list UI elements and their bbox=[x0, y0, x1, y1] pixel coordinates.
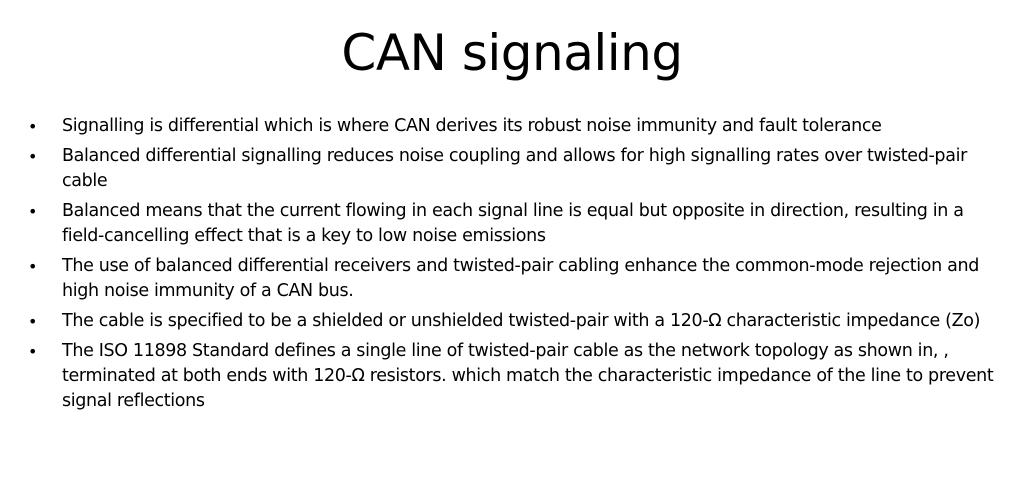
slide-title: CAN signaling bbox=[341, 24, 683, 82]
bullet-icon: • bbox=[28, 202, 38, 221]
bullet-icon: • bbox=[28, 117, 38, 136]
bullet-item: • The cable is specified to be a shielde… bbox=[0, 309, 1024, 334]
bullet-text: Signalling is differential which is wher… bbox=[62, 116, 882, 136]
bullet-text: The ISO 11898 Standard defines a single … bbox=[62, 341, 994, 411]
bullet-item: • Balanced means that the current flowin… bbox=[0, 199, 1024, 249]
bullet-text: The cable is specified to be a shielded … bbox=[62, 311, 981, 331]
bullet-item: • The ISO 11898 Standard defines a singl… bbox=[0, 339, 1024, 414]
bullet-icon: • bbox=[28, 342, 38, 361]
bullet-icon: • bbox=[28, 312, 38, 331]
bullet-text: The use of balanced differential receive… bbox=[62, 256, 979, 301]
bullet-item: • The use of balanced differential recei… bbox=[0, 254, 1024, 304]
bullet-icon: • bbox=[28, 257, 38, 276]
bullet-item: • Signalling is differential which is wh… bbox=[0, 114, 1024, 139]
bullet-text: Balanced means that the current flowing … bbox=[62, 201, 964, 246]
bullet-item: • Balanced differential signalling reduc… bbox=[0, 144, 1024, 194]
bullet-text: Balanced differential signalling reduces… bbox=[62, 146, 967, 191]
bullet-list: • Signalling is differential which is wh… bbox=[0, 114, 1024, 419]
bullet-icon: • bbox=[28, 147, 38, 166]
